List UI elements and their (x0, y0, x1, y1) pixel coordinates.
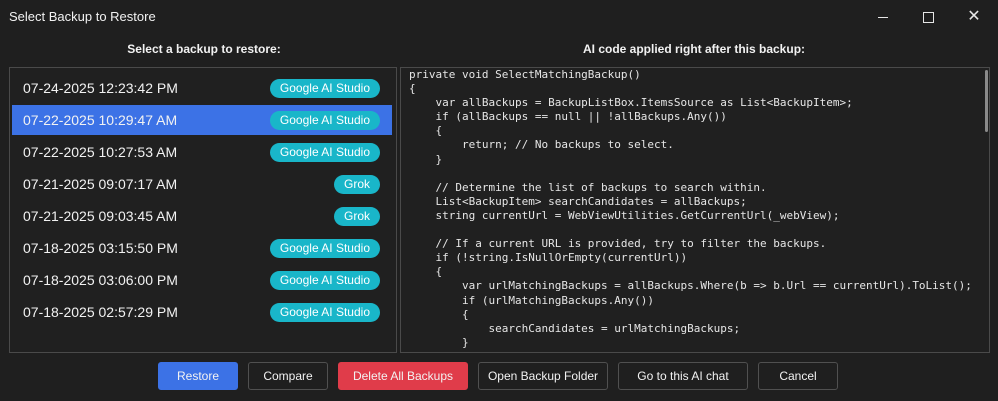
backup-item[interactable]: 07-22-2025 10:27:53 AM Google AI Studio (12, 137, 392, 167)
maximize-icon (922, 11, 934, 23)
delete-all-backups-button[interactable]: Delete All Backups (338, 362, 468, 390)
backup-date: 07-22-2025 10:29:47 AM (23, 112, 178, 128)
backup-item[interactable]: 07-18-2025 03:15:50 PM Google AI Studio (12, 233, 392, 263)
close-icon: ✕ (967, 8, 981, 25)
cancel-button[interactable]: Cancel (758, 362, 838, 390)
backup-item[interactable]: 07-18-2025 02:57:29 PM Google AI Studio (12, 297, 392, 327)
source-badge: Google AI Studio (269, 270, 380, 290)
backup-date: 07-18-2025 03:06:00 PM (23, 272, 178, 288)
backup-date: 07-21-2025 09:03:45 AM (23, 208, 178, 224)
minimize-icon (878, 16, 888, 18)
backup-date: 07-18-2025 03:15:50 PM (23, 240, 178, 256)
backup-item[interactable]: 07-21-2025 09:07:17 AM Grok (12, 169, 392, 199)
backup-date: 07-22-2025 10:27:53 AM (23, 144, 178, 160)
code-text: private void SelectMatchingBackup() { va… (409, 68, 972, 352)
source-badge: Google AI Studio (269, 110, 380, 130)
open-backup-folder-button[interactable]: Open Backup Folder (478, 362, 608, 390)
maximize-button[interactable] (905, 0, 951, 34)
window-title: Select Backup to Restore (9, 9, 156, 24)
backup-date: 07-21-2025 09:07:17 AM (23, 176, 178, 192)
backup-item[interactable]: 07-24-2025 12:23:42 PM Google AI Studio (12, 73, 392, 103)
compare-button[interactable]: Compare (248, 362, 328, 390)
backup-list[interactable]: 07-24-2025 12:23:42 PM Google AI Studio … (9, 67, 397, 353)
backup-list-header: Select a backup to restore: (127, 42, 281, 56)
title-bar: Select Backup to Restore ✕ (0, 0, 998, 34)
backup-date: 07-18-2025 02:57:29 PM (23, 304, 178, 320)
source-badge: Google AI Studio (269, 142, 380, 162)
source-badge: Google AI Studio (269, 238, 380, 258)
backup-item-selected[interactable]: 07-22-2025 10:29:47 AM Google AI Studio (12, 105, 392, 135)
go-to-ai-chat-button[interactable]: Go to this AI chat (618, 362, 748, 390)
minimize-button[interactable] (860, 0, 906, 34)
close-button[interactable]: ✕ (951, 0, 997, 34)
source-badge: Grok (333, 174, 380, 194)
backup-item[interactable]: 07-18-2025 03:06:00 PM Google AI Studio (12, 265, 392, 295)
source-badge: Google AI Studio (269, 302, 380, 322)
restore-button[interactable]: Restore (158, 362, 238, 390)
code-preview-header: AI code applied right after this backup: (582, 42, 806, 56)
backup-item[interactable]: 07-21-2025 09:03:45 AM Grok (12, 201, 392, 231)
code-scrollbar[interactable] (985, 70, 988, 132)
source-badge: Google AI Studio (269, 78, 380, 98)
code-preview[interactable]: private void SelectMatchingBackup() { va… (400, 67, 990, 353)
source-badge: Grok (333, 206, 380, 226)
backup-date: 07-24-2025 12:23:42 PM (23, 80, 178, 96)
